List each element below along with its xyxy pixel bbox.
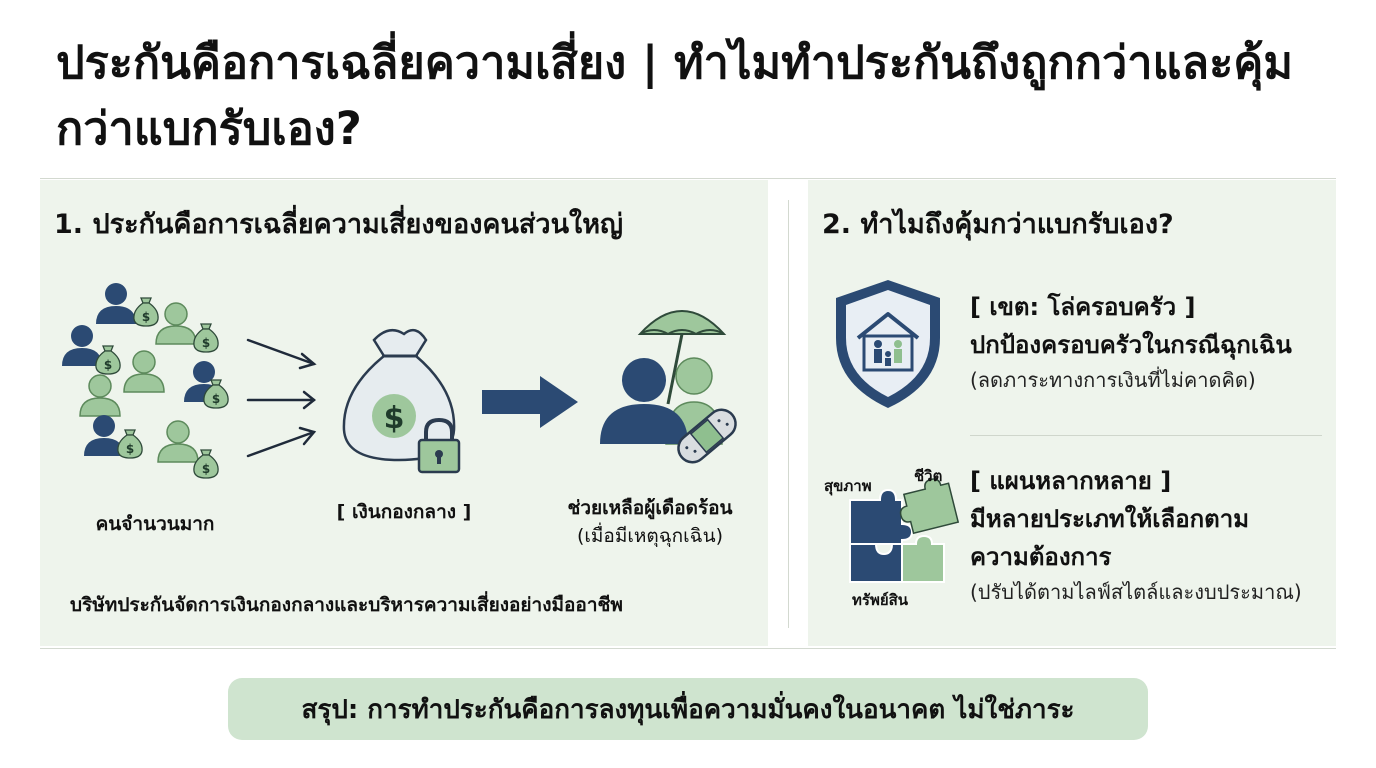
feature-separator: [970, 435, 1322, 436]
section-worth-it: 2. ทำไมถึงคุ้มกว่าแบกรับเอง? [ เขต: โล่ค…: [808, 180, 1336, 646]
feature1-main: ปกป้องครอบครัวในกรณีฉุกเฉิน: [970, 331, 1292, 359]
feature2-main-line2: ความต้องการ: [970, 543, 1112, 571]
puzzle-label-assets: ทรัพย์สิน: [852, 591, 909, 609]
feature-plans: [ แผนหลากหลาย ] มีหลายประเภทให้เลือกตาม …: [970, 462, 1302, 608]
page-title: ประกันคือการเฉลี่ยความเสี่ยง | ทำไมทำประ…: [56, 36, 1294, 155]
section2-title: 2. ทำไมถึงคุ้มกว่าแบกรับเอง?: [822, 209, 1174, 240]
puzzle-icon: [849, 478, 960, 583]
padlock-icon: [417, 417, 461, 474]
feature1-tag: [ เขต: โล่ครอบครัว ]: [970, 293, 1196, 321]
bandage-icon: [677, 408, 737, 464]
help-caption-main: ช่วยเหลือผู้เดือดร้อน: [567, 497, 733, 519]
feature1-sub: (ลดภาระทางการเงินที่ไม่คาดคิด): [970, 368, 1256, 392]
svg-text:$: $: [384, 401, 405, 436]
feature2-tag: [ แผนหลากหลาย ]: [970, 467, 1172, 495]
help-caption: ช่วยเหลือผู้เดือดร้อน (เมื่อมีเหตุฉุกเฉิ…: [540, 494, 760, 550]
feature-family-shield: [ เขต: โล่ครอบครัว ] ปกป้องครอบครัวในกรณ…: [970, 288, 1292, 396]
crowd-caption: คนจำนวนมาก: [95, 513, 215, 535]
fund-caption: [ เงินกองกลาง ]: [336, 501, 472, 523]
puzzle-label-health: สุขภาพ: [824, 477, 872, 495]
section1-title: 1. ประกันคือการเฉลี่ยความเสี่ยงของคนส่วน…: [54, 209, 624, 240]
top-rule: [40, 178, 1336, 179]
inflow-arrows: [246, 338, 317, 458]
section-risk-pooling: 1. ประกันคือการเฉลี่ยความเสี่ยงของคนส่วน…: [40, 180, 768, 646]
puzzle-label-life: ชีวิต: [914, 467, 943, 485]
section1-note: บริษัทประกันจัดการเงินกองกลางและบริหารคว…: [70, 594, 623, 616]
person-umbrella-icon: [600, 310, 727, 445]
feature2-main: มีหลายประเภทให้เลือกตาม: [970, 505, 1250, 533]
outflow-arrow: [482, 376, 578, 428]
feature2-sub: (ปรับได้ตามไลฟ์สไตล์และงบประมาณ): [970, 580, 1302, 604]
panel-divider: [788, 200, 789, 628]
shield-family-icon: [836, 280, 940, 408]
crowd-illustration: $: [62, 283, 229, 479]
summary-banner: สรุป: การทำประกันคือการลงทุนเพื่อความมั่…: [228, 678, 1148, 740]
bottom-rule: [40, 648, 1336, 649]
help-caption-sub: (เมื่อมีเหตุฉุกเฉิน): [576, 525, 723, 547]
